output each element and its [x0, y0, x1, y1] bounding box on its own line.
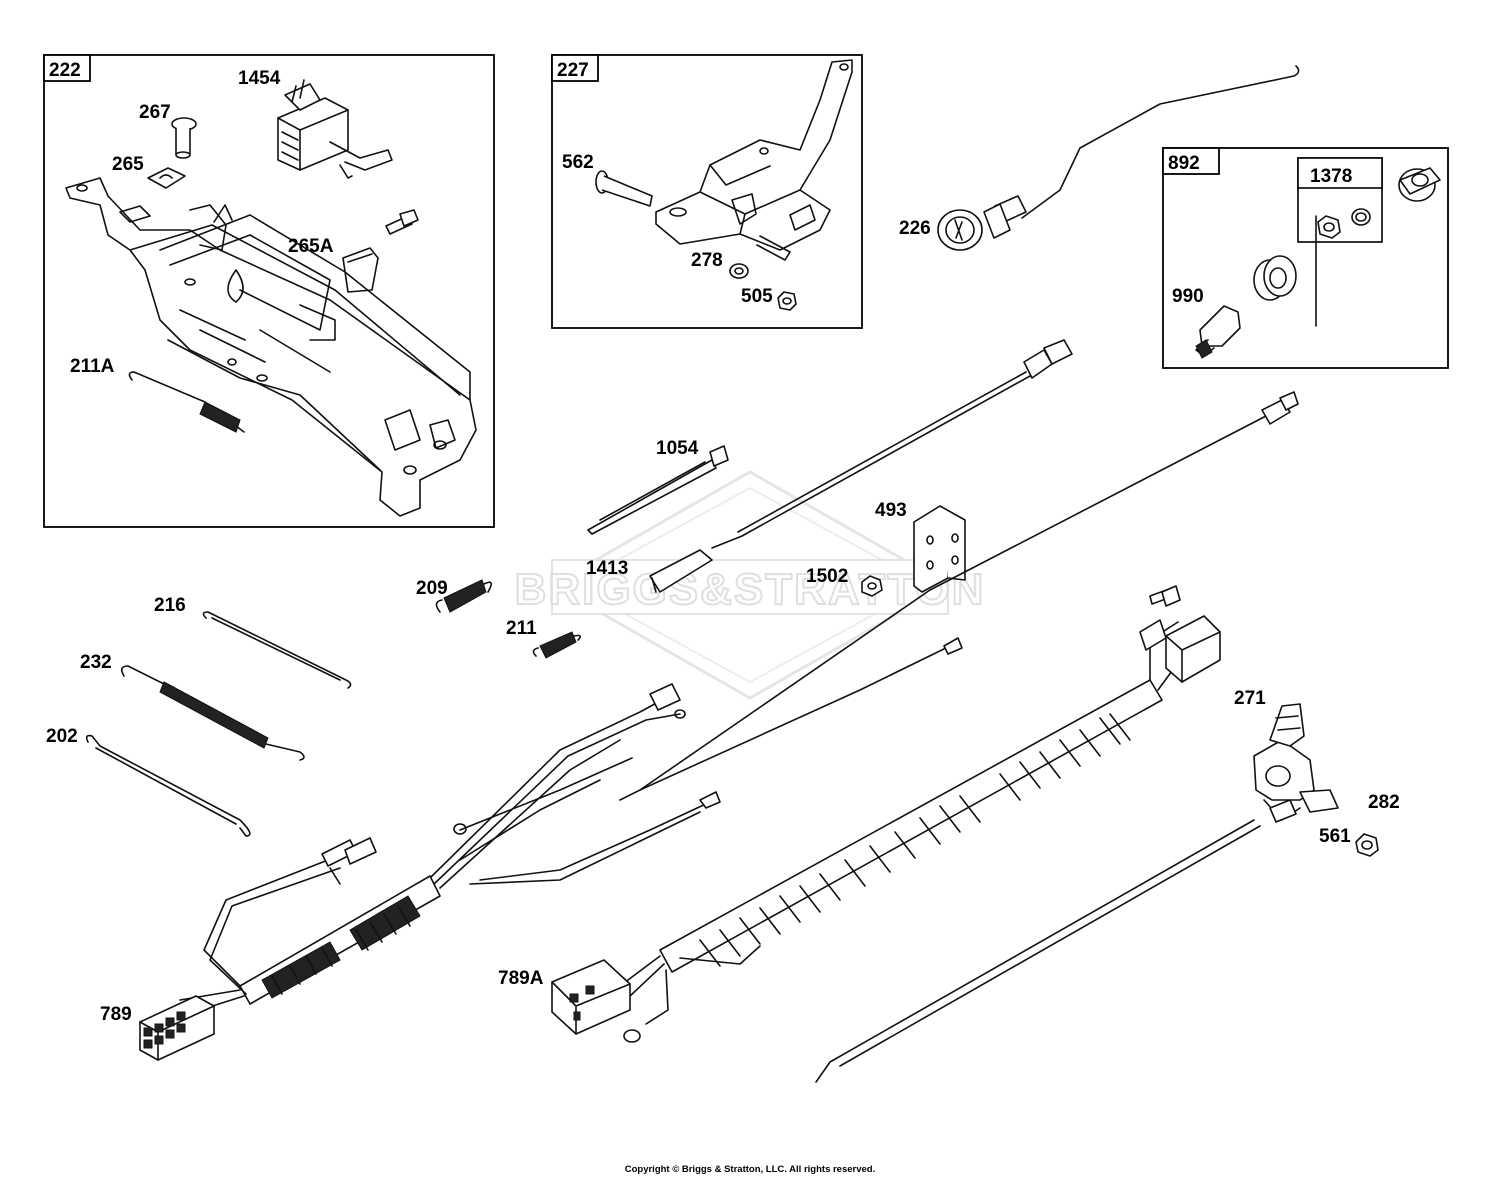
part-1413-sensor-wire: [649, 339, 1073, 593]
part-1378-lockwasher: [1351, 208, 1371, 226]
box-label-227: 227: [557, 60, 589, 81]
box-label-222: 222: [49, 60, 81, 81]
part-216-link-rod: [202, 611, 352, 689]
part-211-spring: [532, 631, 582, 659]
part-789-wire-harness: [139, 637, 963, 1061]
callout-265: 265: [112, 154, 144, 175]
callout-232: 232: [80, 652, 112, 673]
callout-209: 209: [416, 578, 448, 599]
callout-562: 562: [562, 152, 594, 173]
part-209-spring: [435, 579, 492, 613]
callout-789A: 789A: [498, 968, 544, 989]
callout-282: 282: [1368, 792, 1400, 813]
box-1378: 1378: [1297, 157, 1383, 327]
part-226-choke-cable: [937, 65, 1300, 251]
callout-226: 226: [899, 218, 931, 239]
part-265A-bracket: [342, 247, 379, 293]
part-265A-bolt: [385, 209, 419, 235]
callout-561: 561: [1319, 826, 1351, 847]
callout-267: 267: [139, 102, 171, 123]
callout-265A: 265A: [288, 236, 334, 257]
part-271-throttle-control: [815, 703, 1339, 1083]
part-789A-wire-harness: [551, 585, 1221, 1043]
part-227-throttle-lever: [655, 59, 853, 261]
part-211A-spring: [128, 371, 245, 433]
callout-278: 278: [691, 250, 723, 271]
part-1378-nut: [1315, 215, 1341, 327]
part-harness-lead-wire: [619, 391, 1299, 801]
part-561-nut: [1355, 833, 1379, 857]
copyright-footer: Copyright © Briggs & Stratton, LLC. All …: [624, 1164, 876, 1175]
callout-789: 789: [100, 1004, 132, 1025]
callout-1502: 1502: [806, 566, 848, 587]
part-1454-switch: [277, 79, 393, 179]
part-265-clip: [147, 167, 186, 189]
part-202-governor-link: [85, 734, 251, 837]
part-892-bezel: [1253, 255, 1297, 301]
part-1054-cable-tie: [587, 445, 729, 535]
part-493-bracket: [913, 505, 966, 593]
box-222: 222: [43, 54, 495, 528]
callout-990: 990: [1172, 286, 1204, 307]
part-562-pin: [595, 170, 653, 207]
box-label-1378: 1378: [1310, 166, 1352, 187]
callout-211A: 211A: [70, 356, 115, 377]
box-227: 227 562 278 505: [551, 54, 863, 329]
box-892: 892 1378: [1162, 147, 1449, 369]
part-222-control-panel: [65, 177, 477, 517]
part-505-nut: [777, 291, 797, 311]
callout-505: 505: [741, 286, 773, 307]
part-990-key: [1195, 305, 1241, 359]
part-1502-nut: [861, 575, 883, 597]
part-892-ignition-switch: [1398, 167, 1441, 202]
callout-271: 271: [1234, 688, 1266, 709]
part-267-bolt: [171, 117, 197, 159]
box-label-892: 892: [1168, 153, 1200, 174]
callout-202: 202: [46, 726, 78, 747]
part-232-spring: [120, 665, 305, 761]
part-278-washer: [729, 263, 749, 279]
callout-493: 493: [875, 500, 907, 521]
callout-216: 216: [154, 595, 186, 616]
callout-1413: 1413: [586, 558, 628, 579]
callout-211: 211: [506, 618, 537, 639]
callout-1454: 1454: [238, 68, 281, 89]
callout-1054: 1054: [656, 438, 699, 459]
